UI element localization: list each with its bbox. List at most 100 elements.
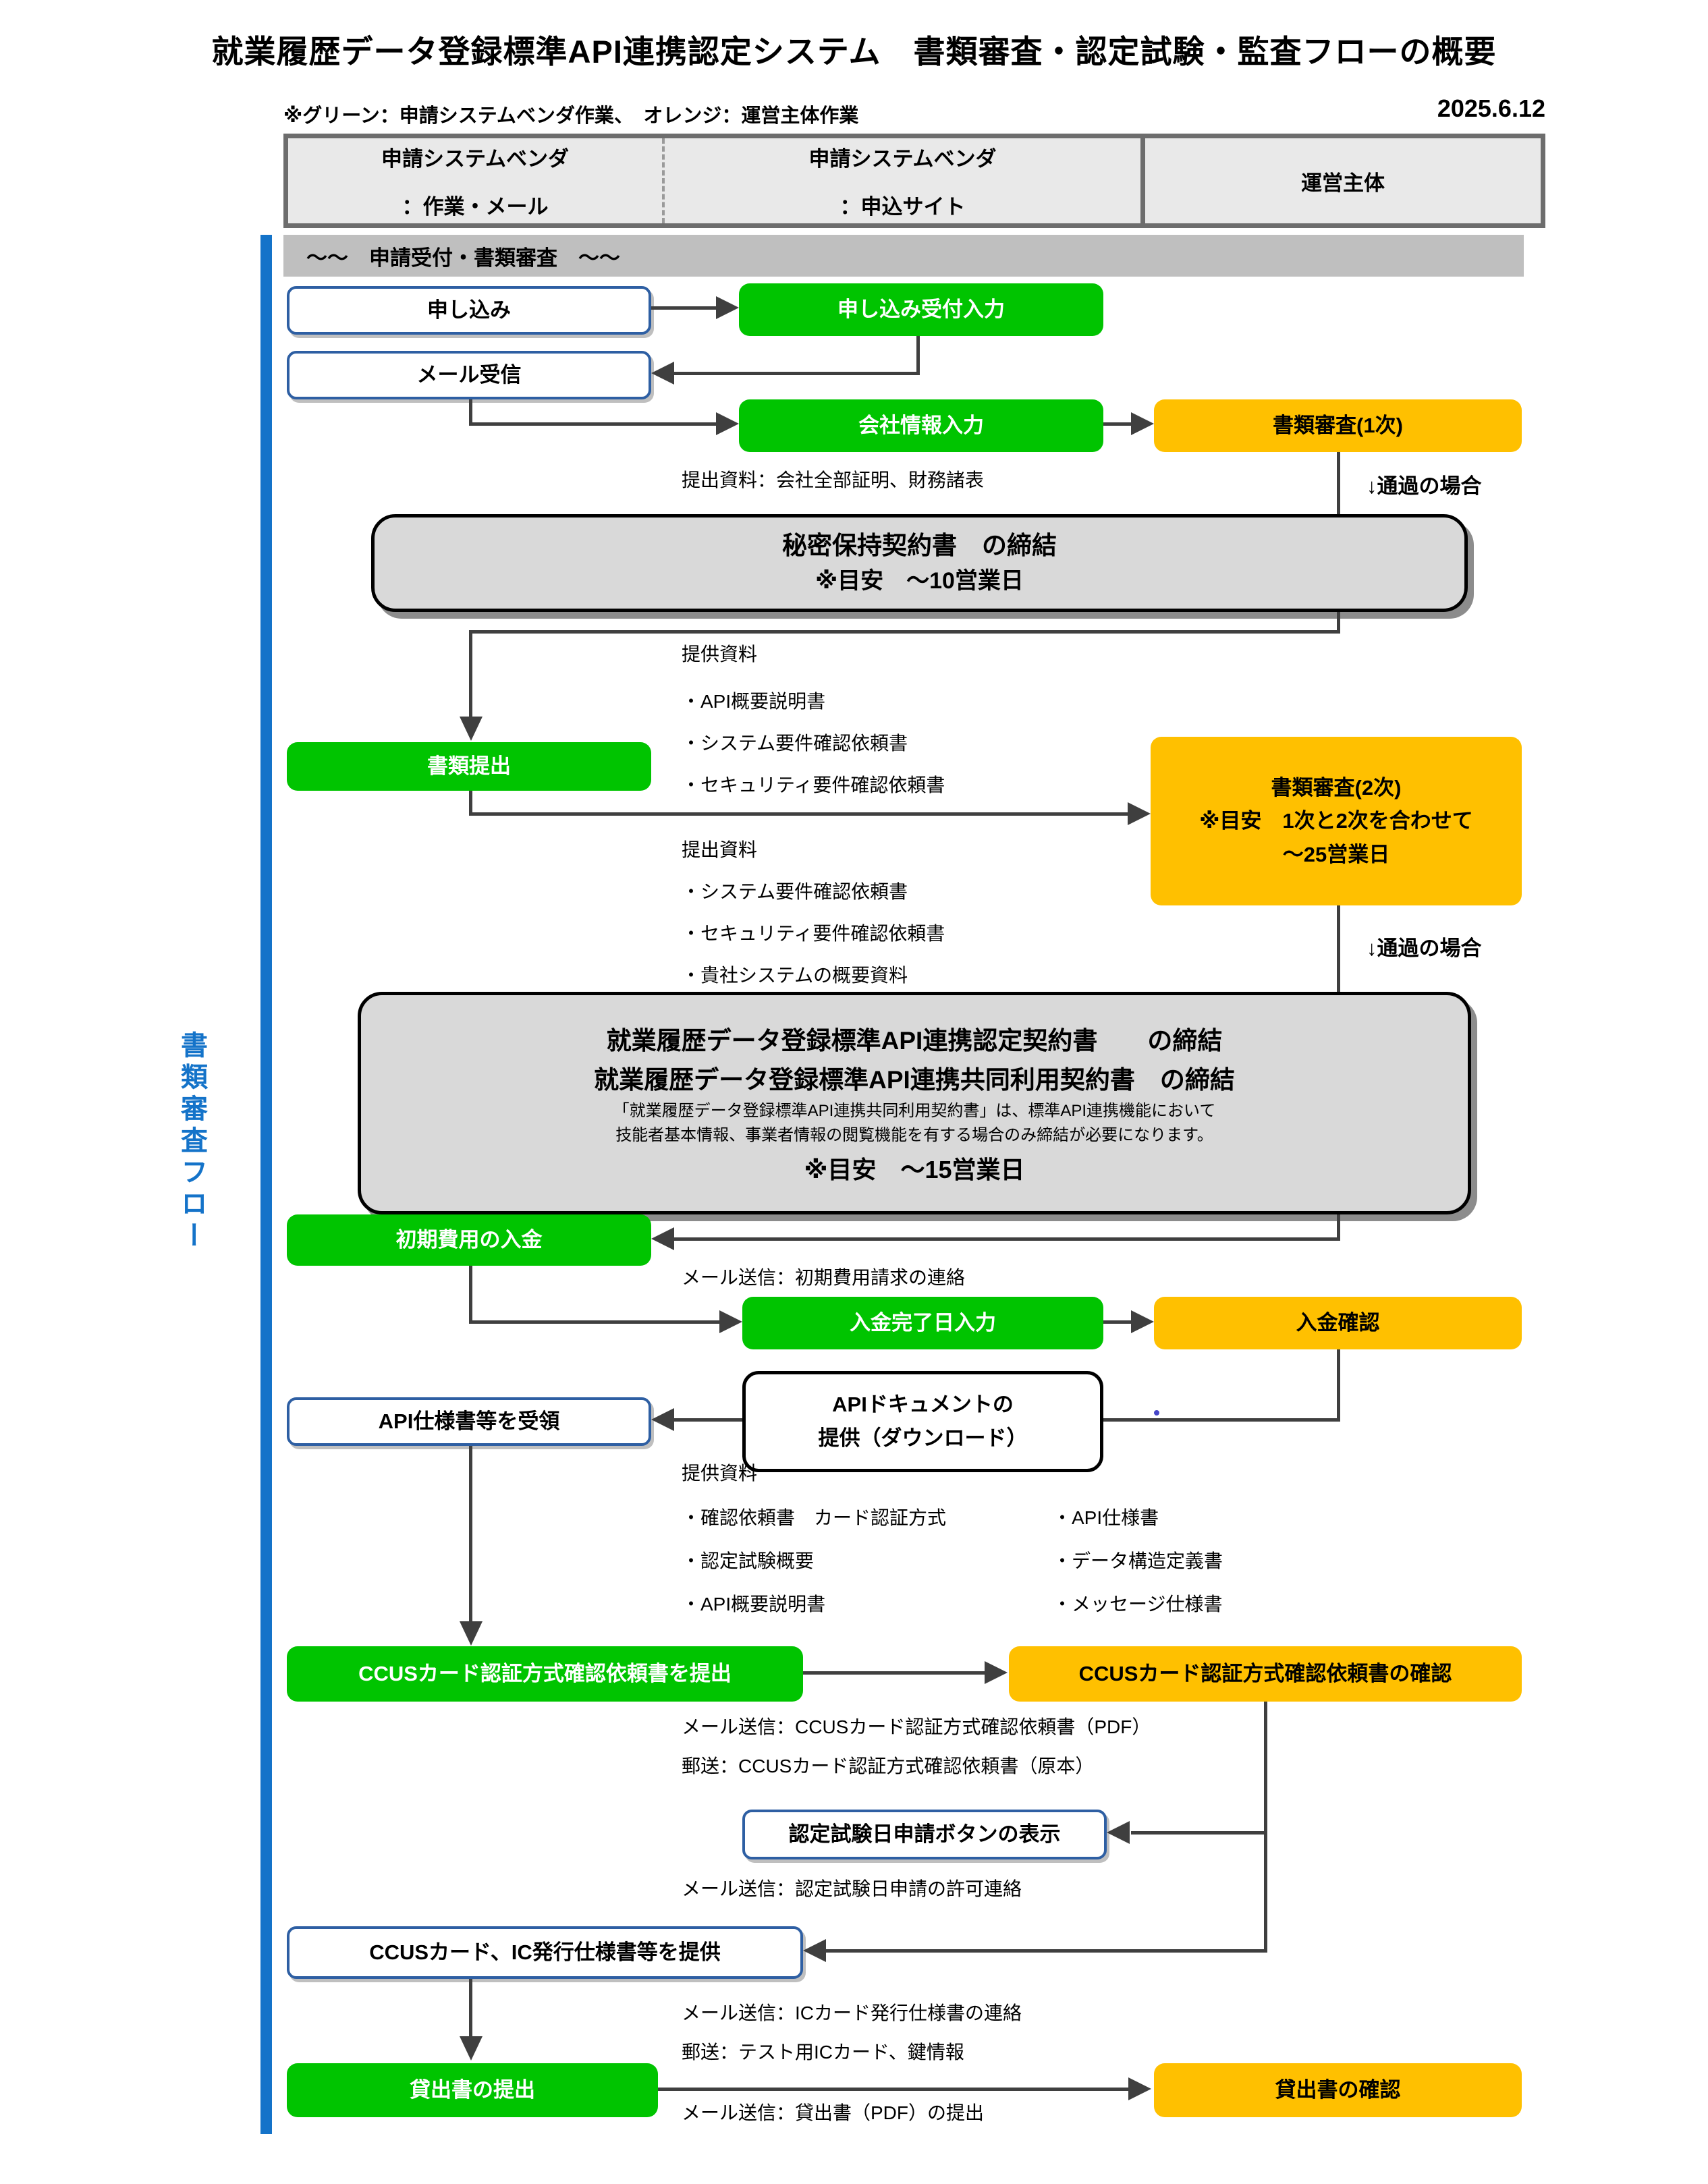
- flow-box-apply-reception: 申し込み受付入力: [739, 283, 1103, 336]
- side-flow-label: 書類審査フロー: [177, 1031, 206, 1253]
- doc-review2-line2: ※目安 1次と2次を合わせて: [1199, 809, 1473, 833]
- flow-box-test-date-button: 認定試験日申請ボタンの表示: [742, 1810, 1107, 1859]
- flow-line: [469, 422, 717, 426]
- submit2-item: ・セキュリティ要件確認依頼書: [682, 923, 945, 944]
- lane-vendor-site-line1: 申請システムベンダ: [808, 147, 997, 171]
- provide3-right-item: ・メッセージ仕様書: [1053, 1594, 1223, 1615]
- flow-line: [469, 399, 472, 426]
- arrowhead-left: [1107, 1821, 1130, 1844]
- flow-box-api-doc: APIドキュメントの 提供（ダウンロード）: [742, 1371, 1103, 1472]
- provide1-item: ・API概要説明書: [682, 691, 826, 712]
- flow-box-nda: 秘密保持契約書 の締結 ※目安 ～10営業日: [371, 514, 1468, 612]
- arrowhead-right: [1131, 1310, 1154, 1333]
- provide3-left-item: ・API概要説明書: [682, 1594, 826, 1615]
- flow-box-doc-review2: 書類審査(2次) ※目安 1次と2次を合わせて ～25営業日: [1151, 737, 1522, 905]
- note-mail-ccus-pdf: メール送信：CCUSカード認証方式確認依頼書（PDF）: [682, 1716, 1151, 1737]
- arrowhead-down: [460, 2036, 483, 2061]
- flow-line: [826, 1949, 1267, 1953]
- flow-line: [469, 1320, 721, 1324]
- lane-vendor-mail-line2: ：作業・メール: [402, 195, 549, 219]
- doc-review2-line1: 書類審査(2次): [1271, 775, 1402, 800]
- flow-line: [674, 1237, 1340, 1241]
- submit2-item: ・システム要件確認依頼書: [682, 881, 908, 902]
- contract-line2: 就業履歴データ登録標準API連携共同利用契約書 の締結: [594, 1065, 1235, 1094]
- color-legend: ※グリーン：申請システムベンダ作業、 オレンジ：運営主体作業: [283, 105, 859, 127]
- flow-box-payment-confirm: 入金確認: [1154, 1297, 1522, 1349]
- pass-label-1: ↓通過の場合: [1367, 474, 1482, 498]
- flow-line: [803, 1671, 986, 1675]
- flow-line: [674, 1418, 742, 1422]
- flow-box-company-info: 会社情報入力: [739, 399, 1103, 452]
- flow-line: [1103, 1418, 1340, 1422]
- flow-box-doc-review1: 書類審査(1次): [1154, 399, 1522, 452]
- submit2-item: ・貴社システムの概要資料: [682, 965, 908, 986]
- arrowhead-right: [985, 1661, 1008, 1684]
- provide3-left-item: ・確認依頼書 カード認証方式: [682, 1507, 947, 1528]
- flow-box-ccus-confirm: CCUSカード認証方式確認依頼書の確認: [1009, 1646, 1522, 1702]
- note-mail-test-permission: メール送信：認定試験日申請の許可連絡: [682, 1878, 1022, 1899]
- flow-box-ccus-submit: CCUSカード認証方式確認依頼書を提出: [287, 1646, 803, 1702]
- arrowhead-right: [716, 412, 739, 435]
- flow-box-mail-receive: メール受信: [287, 351, 651, 399]
- page-title: 就業履歴データ登録標準API連携認定システム 書類審査・認定試験・監査フローの概…: [211, 34, 1497, 69]
- document-date: 2025.6.12: [1437, 94, 1545, 122]
- flow-box-api-spec-receive: API仕様書等を受領: [287, 1397, 651, 1446]
- note-post-test-ic: 郵送：テスト用ICカード、鍵情報: [682, 2042, 964, 2063]
- provide3-right-item: ・API仕様書: [1053, 1507, 1159, 1528]
- provide1-item: ・セキュリティ要件確認依頼書: [682, 775, 945, 795]
- provide1-title: 提供資料: [682, 644, 758, 665]
- note-post-ccus-original: 郵送：CCUSカード認証方式確認依頼書（原本）: [682, 1756, 1095, 1776]
- flow-line: [1264, 1702, 1267, 1952]
- note-mail-loan-pdf: メール送信：貸出書（PDF）の提出: [682, 2102, 985, 2123]
- contract-note1: 「就業履歴データ登録標準API連携共同利用契約書」は、標準API連携機能において: [613, 1101, 1216, 1120]
- flow-line: [1337, 612, 1340, 634]
- stray-mark: [1154, 1410, 1159, 1416]
- provide1-item: ・システム要件確認依頼書: [682, 733, 908, 754]
- pass-label-2: ↓通過の場合: [1367, 936, 1482, 960]
- flow-line: [651, 306, 719, 310]
- flow-line: [1103, 422, 1132, 426]
- arrowhead-right: [719, 1310, 742, 1333]
- side-flow-bar: [260, 235, 272, 2134]
- contract-line1: 就業履歴データ登録標準API連携認定契約書 の締結: [606, 1027, 1223, 1055]
- arrowhead-left: [803, 1939, 826, 1962]
- flow-line: [1131, 1831, 1267, 1835]
- flow-line: [916, 336, 920, 375]
- note-mail-initial: メール送信：初期費用請求の連絡: [682, 1267, 966, 1288]
- flow-line: [469, 630, 472, 718]
- nda-line2: ※目安 ～10営業日: [815, 568, 1024, 594]
- flow-line: [469, 630, 1340, 634]
- lane-vendor-site: 申請システムベンダ ：申込サイト: [665, 138, 1145, 223]
- flow-line: [469, 1446, 472, 1623]
- contract-line3: ※目安 ～15営業日: [804, 1155, 1025, 1183]
- lane-vendor-mail-line1: 申請システムベンダ: [381, 147, 570, 171]
- note-company-docs: 提出資料：会社全部証明、財務諸表: [682, 470, 985, 491]
- api-doc-line1: APIドキュメントの: [832, 1393, 1014, 1417]
- arrowhead-left: [651, 362, 674, 385]
- lane-header-table: 申請システムベンダ ：作業・メール 申請システムベンダ ：申込サイト 運営主体: [283, 134, 1545, 228]
- flow-box-apply: 申し込み: [287, 286, 651, 335]
- contract-note2: 技能者基本情報、事業者情報の閲覧機能を有する場合のみ締結が必要になります。: [615, 1125, 1213, 1144]
- flow-box-contract: 就業履歴データ登録標準API連携認定契約書 の締結 就業履歴データ登録標準API…: [358, 992, 1471, 1214]
- provide3-right-item: ・データ構造定義書: [1053, 1550, 1223, 1571]
- flow-line: [1337, 452, 1340, 514]
- doc-review2-line3: ～25営業日: [1282, 842, 1390, 866]
- lane-operator: 運営主体: [1145, 138, 1541, 223]
- flow-line: [1103, 1320, 1132, 1324]
- arrowhead-down: [460, 1621, 483, 1646]
- arrowhead-down: [460, 717, 483, 741]
- flow-box-initial-payment: 初期費用の入金: [287, 1214, 651, 1266]
- flow-line: [1337, 1349, 1340, 1422]
- api-doc-line2: 提供（ダウンロード）: [818, 1426, 1028, 1450]
- flow-box-loan-confirm: 貸出書の確認: [1154, 2063, 1522, 2117]
- flow-line: [469, 812, 1129, 816]
- provide3-title: 提供資料: [682, 1463, 758, 1484]
- flow-line: [658, 2088, 1130, 2091]
- flow-box-doc-submit: 書類提出: [287, 742, 651, 791]
- flow-line: [1337, 1214, 1340, 1241]
- note-mail-ic-spec: メール送信：ICカード発行仕様書の連絡: [682, 2003, 1022, 2023]
- flow-box-loan-submit: 貸出書の提出: [287, 2063, 658, 2117]
- arrowhead-right: [1128, 2077, 1151, 2100]
- nda-line1: 秘密保持契約書 の締結: [782, 532, 1057, 560]
